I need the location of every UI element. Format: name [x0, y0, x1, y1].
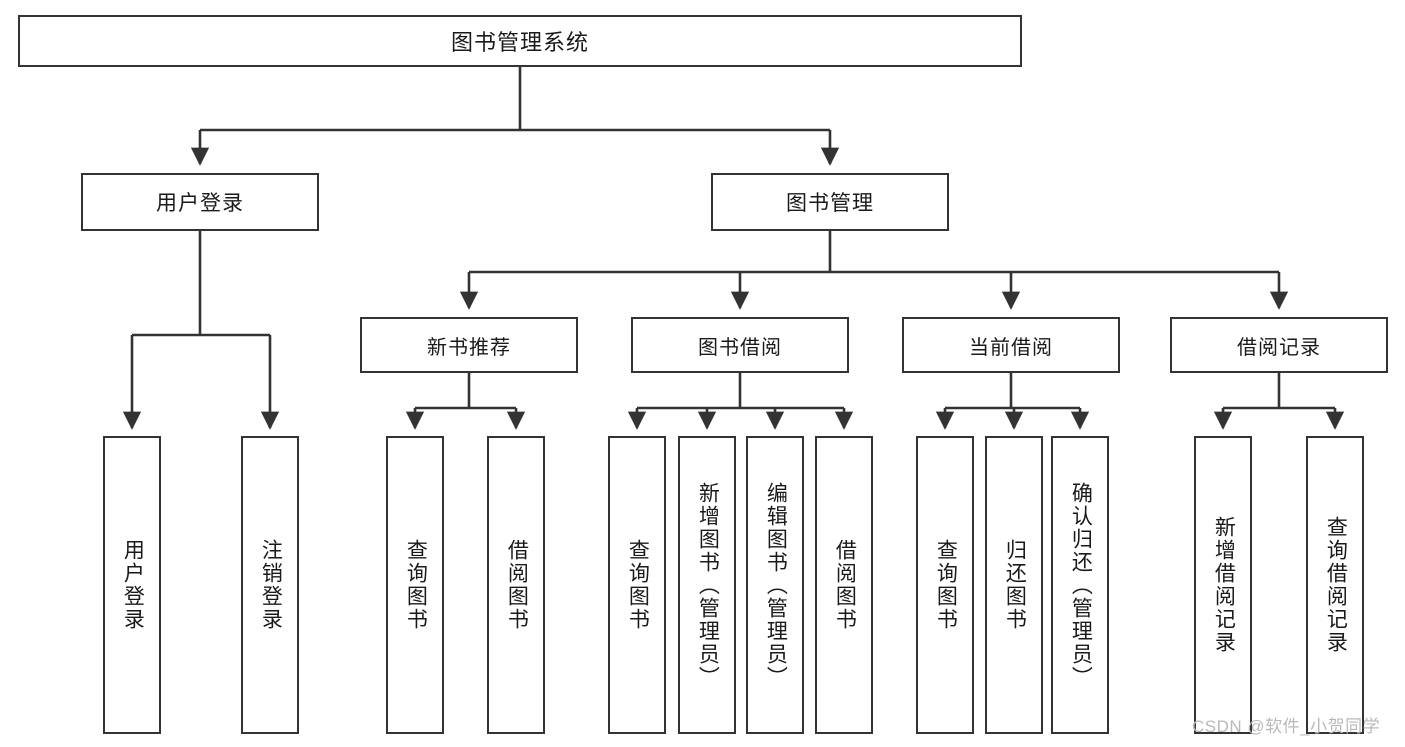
leaf-label: 新增图书（管理员） — [696, 481, 720, 689]
node-book-management[interactable]: 图书管理 — [711, 173, 949, 231]
node-label: 新书推荐 — [427, 336, 511, 359]
leaf-label: 编辑图书（管理员） — [764, 481, 788, 689]
leaf-borrow-book[interactable]: 借阅图书 — [815, 436, 873, 734]
leaf-logout[interactable]: 注销登录 — [241, 436, 299, 734]
leaf-query-book-borrow[interactable]: 查询图书 — [608, 436, 666, 734]
leaf-query-book-current[interactable]: 查询图书 — [916, 436, 974, 734]
node-borrow-record[interactable]: 借阅记录 — [1170, 317, 1388, 373]
leaf-confirm-return-admin[interactable]: 确认归还（管理员） — [1051, 436, 1109, 734]
node-book-borrow[interactable]: 图书借阅 — [631, 317, 849, 373]
leaf-label: 借阅图书 — [505, 539, 529, 631]
leaf-label: 确认归还（管理员） — [1069, 481, 1093, 689]
leaf-label: 归还图书 — [1003, 539, 1027, 631]
leaf-label: 查询图书 — [404, 539, 428, 631]
node-label: 图书管理 — [786, 192, 874, 215]
node-user-login[interactable]: 用户登录 — [81, 173, 319, 231]
leaf-user-login[interactable]: 用户登录 — [103, 436, 161, 734]
leaf-query-book-recommend[interactable]: 查询图书 — [386, 436, 444, 734]
csdn-watermark: CSDN @软件_小贺同学 — [1192, 717, 1381, 736]
leaf-label: 查询借阅记录 — [1324, 516, 1348, 654]
node-new-book-recommend[interactable]: 新书推荐 — [360, 317, 578, 373]
leaf-label: 借阅图书 — [833, 539, 857, 631]
node-current-borrow[interactable]: 当前借阅 — [902, 317, 1120, 373]
node-label: 图书借阅 — [698, 336, 782, 359]
leaf-label: 用户登录 — [121, 539, 145, 631]
leaf-add-book-admin[interactable]: 新增图书（管理员） — [678, 436, 736, 734]
leaf-label: 查询图书 — [626, 539, 650, 631]
leaf-add-borrow-record[interactable]: 新增借阅记录 — [1194, 436, 1252, 734]
leaf-edit-book-admin[interactable]: 编辑图书（管理员） — [746, 436, 804, 734]
leaf-label: 查询图书 — [934, 539, 958, 631]
node-root[interactable]: 图书管理系统 — [18, 15, 1022, 67]
node-label: 当前借阅 — [969, 336, 1053, 359]
leaf-label: 新增借阅记录 — [1212, 516, 1236, 654]
leaf-label: 注销登录 — [259, 539, 283, 631]
node-label: 借阅记录 — [1237, 336, 1321, 359]
node-label: 用户登录 — [156, 192, 244, 215]
node-root-label: 图书管理系统 — [450, 30, 589, 55]
leaf-return-book[interactable]: 归还图书 — [985, 436, 1043, 734]
leaf-query-borrow-record[interactable]: 查询借阅记录 — [1306, 436, 1364, 734]
leaf-borrow-book-recommend[interactable]: 借阅图书 — [487, 436, 545, 734]
